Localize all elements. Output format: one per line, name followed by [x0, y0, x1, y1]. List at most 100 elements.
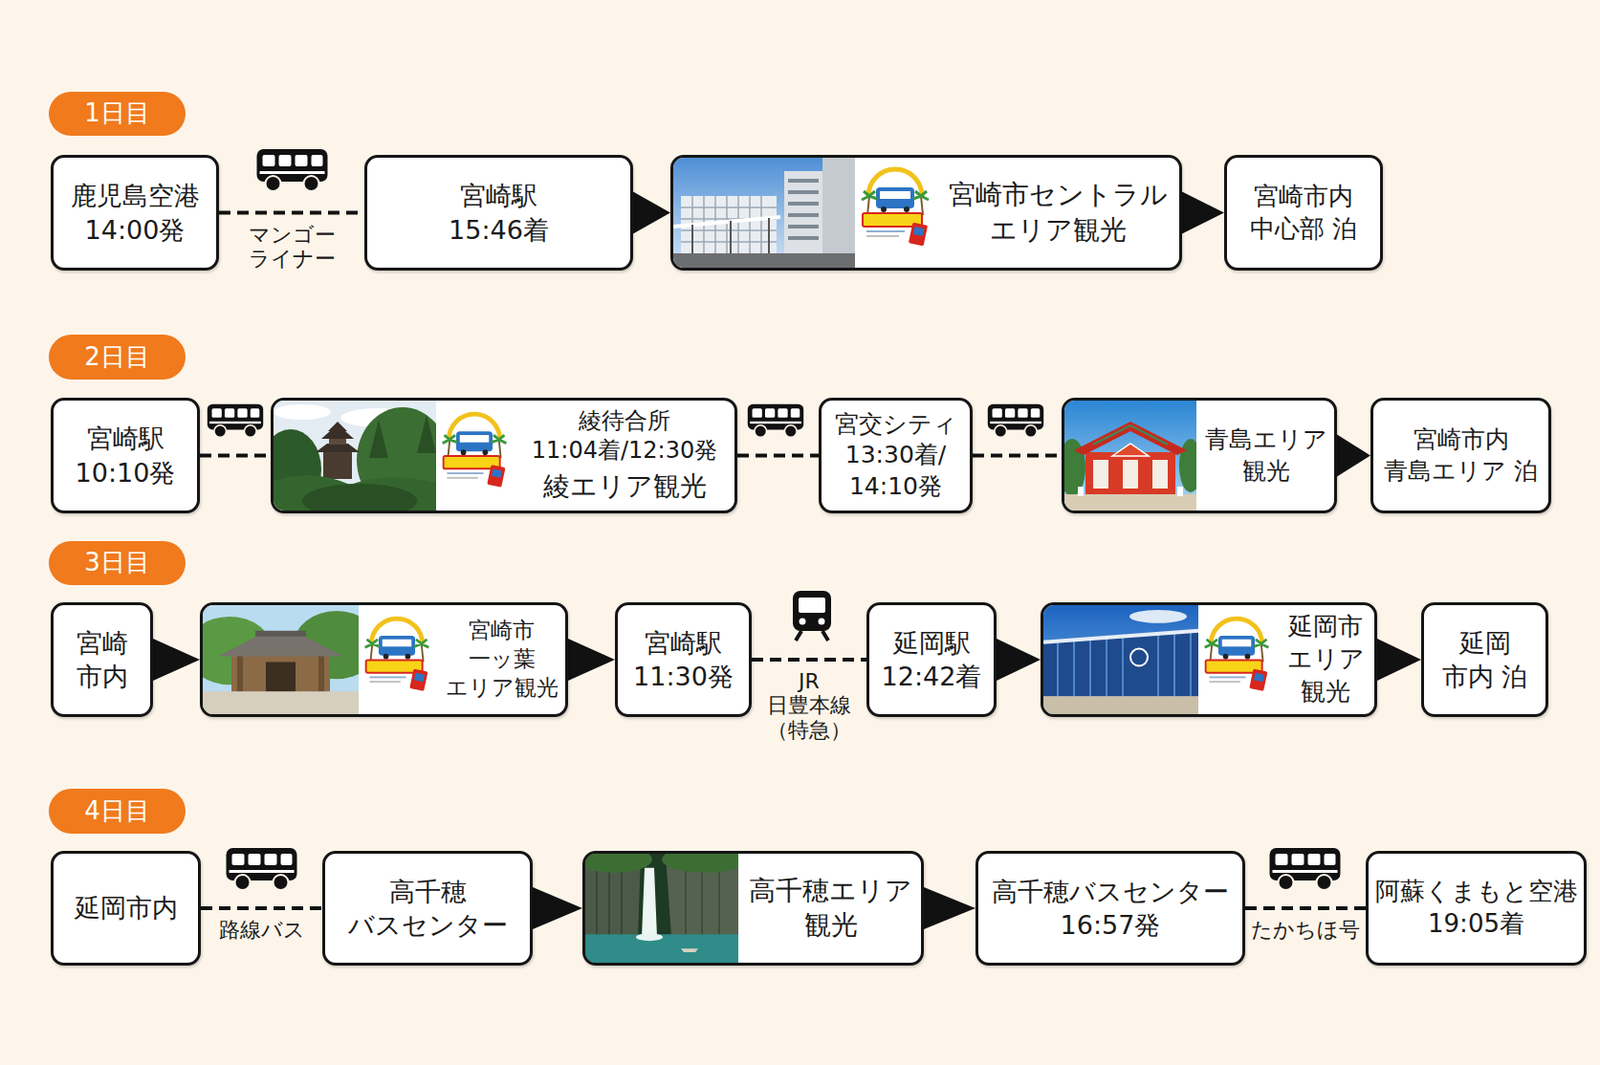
flow-arrow — [633, 192, 671, 235]
text-area: 延岡 市内 泊 — [1424, 605, 1546, 715]
text-area: 宮崎 市内 — [53, 605, 151, 715]
bus-icon — [1270, 848, 1341, 891]
stop-text: 宮崎 市内 — [76, 626, 129, 694]
stop-text: 延岡市 エリア 観光 — [1287, 611, 1365, 708]
dashed-route — [972, 454, 1062, 459]
text-area: 宮崎市セントラル エリア観光 — [937, 157, 1180, 268]
arrow-head — [1182, 192, 1225, 235]
blue-building-photo — [1043, 605, 1275, 715]
stop-box: 鹿児島空港 14:00発 — [50, 154, 220, 271]
stop-text: 延岡駅 12:42着 — [881, 626, 983, 694]
arrow-head — [532, 887, 583, 930]
arrow-head — [1377, 638, 1422, 681]
transit-line — [737, 455, 819, 457]
day-label: 2日目 — [84, 341, 151, 374]
text-area: 宮崎駅 11:30発 — [617, 605, 749, 715]
stop-text: 鹿児島空港 14:00発 — [70, 178, 200, 246]
day-label: 4日目 — [84, 795, 151, 829]
stop-box: 宮崎市内 中心部 泊 — [1224, 154, 1383, 271]
transit-line — [1245, 908, 1366, 910]
flow-arrow — [1182, 192, 1225, 235]
day-badge: 4日目 — [48, 789, 186, 834]
sightseeing-box: 宮崎市セントラル エリア観光 — [670, 154, 1183, 271]
stop-text: 綾待合所 11:04着/12:30発 — [531, 406, 718, 466]
stop-text: 宮交シティ 13:30着/ 14:10発 — [834, 409, 958, 504]
dashed-route — [1245, 906, 1366, 911]
flow-arrow — [923, 887, 976, 930]
stop-box: 高千穂バスセンター 16:57発 — [975, 851, 1246, 966]
flow-arrow — [153, 638, 200, 681]
stop-box: 宮交シティ 13:30着/ 14:10発 — [818, 397, 973, 514]
text-area: 2日目 — [48, 334, 186, 380]
sightseeing-box: 高千穂エリア 観光 — [582, 851, 924, 966]
text-area: 高千穂 バスセンター — [325, 854, 530, 964]
route-label: 路線バス — [217, 918, 307, 943]
transit-line — [219, 212, 365, 214]
day-badge: 2日目 — [48, 334, 186, 380]
stop-box: 宮崎駅 11:30発 — [614, 602, 752, 718]
gorge-photo — [585, 854, 739, 964]
city-photo — [673, 157, 936, 268]
stop-text: 延岡市内 — [74, 891, 178, 925]
text-area: 宮崎市内 中心部 泊 — [1227, 157, 1381, 268]
day-badge: 1日目 — [48, 91, 186, 136]
arrow-head — [996, 638, 1041, 681]
dashed-route — [200, 906, 323, 911]
text-area: 綾待合所 11:04着/12:30発綾エリア観光 — [514, 400, 735, 511]
stop-text: 高千穂バスセンター 16:57発 — [991, 875, 1229, 943]
text-area: 宮崎駅 15:46着 — [367, 157, 631, 268]
sightseeing-box: 延岡市 エリア 観光 — [1040, 602, 1378, 718]
bus-icon — [226, 848, 298, 891]
text-area: 3日目 — [48, 541, 186, 586]
text-area: 延岡市内 — [53, 854, 198, 964]
flow-arrow — [996, 638, 1041, 681]
stop-text: 宮崎駅 10:10発 — [75, 421, 176, 489]
stop-box: 延岡市内 — [50, 851, 201, 966]
stop-text: 宮崎市 一ッ葉 エリア観光 — [445, 616, 559, 703]
stop-box: 宮崎駅 10:10発 — [50, 397, 200, 514]
bus-icon — [207, 404, 264, 439]
stop-text: 宮崎市内 青島エリア 泊 — [1380, 424, 1543, 487]
transit-line — [200, 908, 323, 910]
bus-icon — [987, 404, 1044, 439]
stop-text: 宮崎市内 中心部 泊 — [1244, 180, 1364, 246]
arrow-head — [1336, 435, 1371, 478]
dashed-route — [219, 211, 365, 216]
text-area: 高千穂エリア 観光 — [740, 854, 921, 964]
stop-text: 宮崎駅 11:30発 — [633, 626, 734, 694]
transit-line — [972, 455, 1062, 457]
stop-text: 宮崎駅 15:46着 — [448, 178, 549, 246]
stop-text: 高千穂 バスセンター — [348, 875, 508, 943]
text-area: 1日目 — [48, 91, 186, 136]
stop-box: 高千穂 バスセンター — [322, 851, 533, 966]
route-label: たかちほ号 — [1249, 918, 1362, 943]
stop-text: 高千穂エリア 観光 — [748, 874, 913, 944]
route-label: マンゴー ライナー — [246, 222, 338, 272]
stop-box: 宮崎市内 青島エリア 泊 — [1370, 397, 1552, 514]
stop-text: 綾エリア観光 — [543, 469, 707, 505]
text-area: 阿蘇くまもと空港 19:05着 — [1368, 854, 1584, 964]
dashed-route — [737, 454, 819, 459]
stop-text: 延岡 市内 泊 — [1438, 626, 1532, 694]
bus-icon — [257, 149, 329, 192]
stop-text: 宮崎市セントラル エリア観光 — [948, 177, 1168, 248]
day-label: 3日目 — [84, 547, 151, 580]
stop-box: 延岡駅 12:42着 — [866, 602, 997, 718]
text-area: 延岡市 エリア 観光 — [1276, 605, 1375, 715]
flow-arrow — [1377, 638, 1422, 681]
text-area: 4日目 — [48, 789, 186, 834]
flow-arrow — [568, 638, 615, 681]
arrow-head — [153, 638, 200, 681]
arrow-head — [633, 192, 671, 235]
stop-text: 青島エリア 観光 — [1205, 424, 1328, 487]
red-shrine-photo — [1064, 400, 1197, 511]
stop-box: 宮崎 市内 — [50, 602, 154, 718]
transit-line — [751, 659, 867, 661]
day-label: 1日目 — [84, 97, 151, 131]
train-icon — [792, 591, 832, 641]
bus-icon — [747, 404, 804, 439]
day-badge: 3日目 — [48, 541, 186, 586]
stop-text: 阿蘇くまもと空港 19:05着 — [1375, 876, 1579, 942]
text-area: 宮崎市内 青島エリア 泊 — [1373, 400, 1549, 511]
text-area: 延岡駅 12:42着 — [869, 605, 994, 715]
